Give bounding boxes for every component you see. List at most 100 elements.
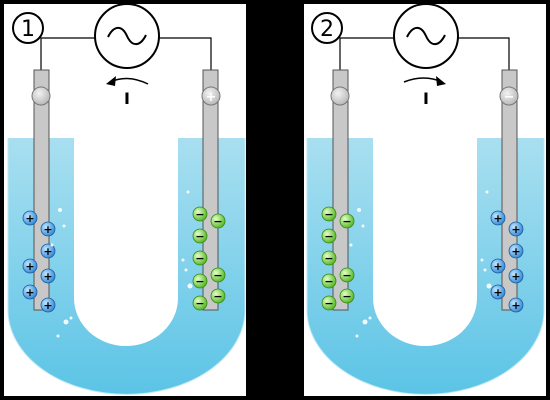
cation-icon: +: [40, 243, 56, 259]
svg-text:−: −: [195, 297, 204, 310]
right-electrode: +: [201, 69, 221, 311]
svg-text:−: −: [342, 290, 351, 303]
right-terminal: [499, 86, 519, 106]
panel-1: 1 I + +++++++−−−−−−−−: [4, 3, 246, 396]
svg-text:+: +: [25, 260, 34, 273]
svg-text:−: −: [213, 215, 222, 228]
cation-icon: +: [22, 210, 38, 226]
svg-text:−: −: [213, 290, 222, 303]
anion-icon: −: [321, 273, 337, 289]
bubble: [62, 224, 66, 228]
bubble: [486, 283, 492, 289]
bubble: [361, 224, 365, 228]
left-terminal: [31, 86, 51, 106]
cation-icon: +: [508, 297, 524, 313]
svg-text:−: −: [324, 208, 333, 221]
curved-arrow-icon: [403, 76, 446, 86]
svg-text:−: −: [324, 230, 333, 243]
bubble: [349, 243, 353, 247]
bubble: [355, 334, 359, 338]
svg-text:+: +: [511, 270, 520, 283]
anion-icon: −: [321, 250, 337, 266]
svg-text:+: +: [43, 299, 52, 312]
bubble: [184, 268, 188, 272]
svg-text:+: +: [511, 223, 520, 236]
anion-icon: −: [339, 267, 355, 283]
cation-icon: +: [490, 210, 506, 226]
bubble: [181, 258, 185, 262]
current-label: I: [124, 89, 130, 108]
svg-text:+: +: [43, 223, 52, 236]
bubble: [480, 258, 484, 262]
svg-text:+: +: [511, 245, 520, 258]
left-terminal: [330, 86, 350, 106]
anion-icon: −: [321, 295, 337, 311]
svg-text:+: +: [493, 260, 502, 273]
electrolyte: [307, 138, 544, 395]
bubble: [58, 208, 62, 212]
anion-icon: −: [321, 206, 337, 222]
svg-text:+: +: [493, 212, 502, 225]
bubble: [186, 190, 190, 194]
anion-icon: −: [192, 206, 208, 222]
panel-1-bubbles: [50, 190, 193, 338]
svg-text:−: −: [213, 269, 222, 282]
cation-icon: +: [40, 297, 56, 313]
svg-text:+: +: [511, 299, 520, 312]
panel-1-number-text: 1: [21, 17, 35, 42]
panel-1-ions: +++++++−−−−−−−−: [22, 206, 226, 313]
bubble: [483, 268, 487, 272]
cation-icon: +: [22, 258, 38, 274]
cation-icon: +: [490, 284, 506, 300]
panel-2-number: 2: [311, 12, 343, 44]
bubble: [50, 243, 54, 247]
anion-icon: −: [210, 288, 226, 304]
ac-source-icon: [393, 3, 459, 69]
ac-source-icon: [94, 3, 160, 69]
bubble: [63, 319, 69, 325]
svg-text:−: −: [195, 275, 204, 288]
anion-icon: −: [192, 273, 208, 289]
panel-2: 2 I − −−−−−−−−+++++++: [304, 3, 546, 396]
cation-icon: +: [22, 284, 38, 300]
anion-icon: −: [192, 295, 208, 311]
cation-icon: +: [40, 221, 56, 237]
cation-icon: +: [490, 258, 506, 274]
bubble: [362, 319, 368, 325]
panel-2-wire: [339, 37, 510, 70]
right-terminal-sign: +: [206, 90, 217, 105]
current-label: I: [423, 89, 429, 108]
svg-text:−: −: [195, 230, 204, 243]
svg-text:−: −: [195, 252, 204, 265]
cation-icon: +: [508, 268, 524, 284]
svg-text:+: +: [43, 270, 52, 283]
svg-text:+: +: [25, 286, 34, 299]
bubble: [357, 208, 361, 212]
panel-2-number-text: 2: [320, 17, 334, 42]
cation-icon: +: [508, 221, 524, 237]
svg-text:−: −: [324, 275, 333, 288]
cation-icon: +: [40, 268, 56, 284]
right-terminal-sign: −: [504, 90, 515, 105]
anion-icon: −: [210, 213, 226, 229]
bubble: [485, 190, 489, 194]
panel-1-wire: [40, 37, 212, 70]
svg-text:−: −: [342, 269, 351, 282]
right-terminal: [201, 86, 221, 106]
svg-text:+: +: [493, 286, 502, 299]
anion-icon: −: [321, 228, 337, 244]
panel-1-number: 1: [12, 12, 44, 44]
svg-text:−: −: [342, 215, 351, 228]
svg-text:+: +: [25, 212, 34, 225]
left-electrode: [330, 69, 350, 311]
cation-icon: +: [508, 243, 524, 259]
svg-text:−: −: [324, 297, 333, 310]
svg-text:−: −: [324, 252, 333, 265]
panel-2-bubbles: [349, 190, 492, 338]
bubble: [56, 334, 60, 338]
anion-icon: −: [192, 228, 208, 244]
bubble: [69, 316, 73, 320]
svg-text:−: −: [195, 208, 204, 221]
anion-icon: −: [192, 250, 208, 266]
